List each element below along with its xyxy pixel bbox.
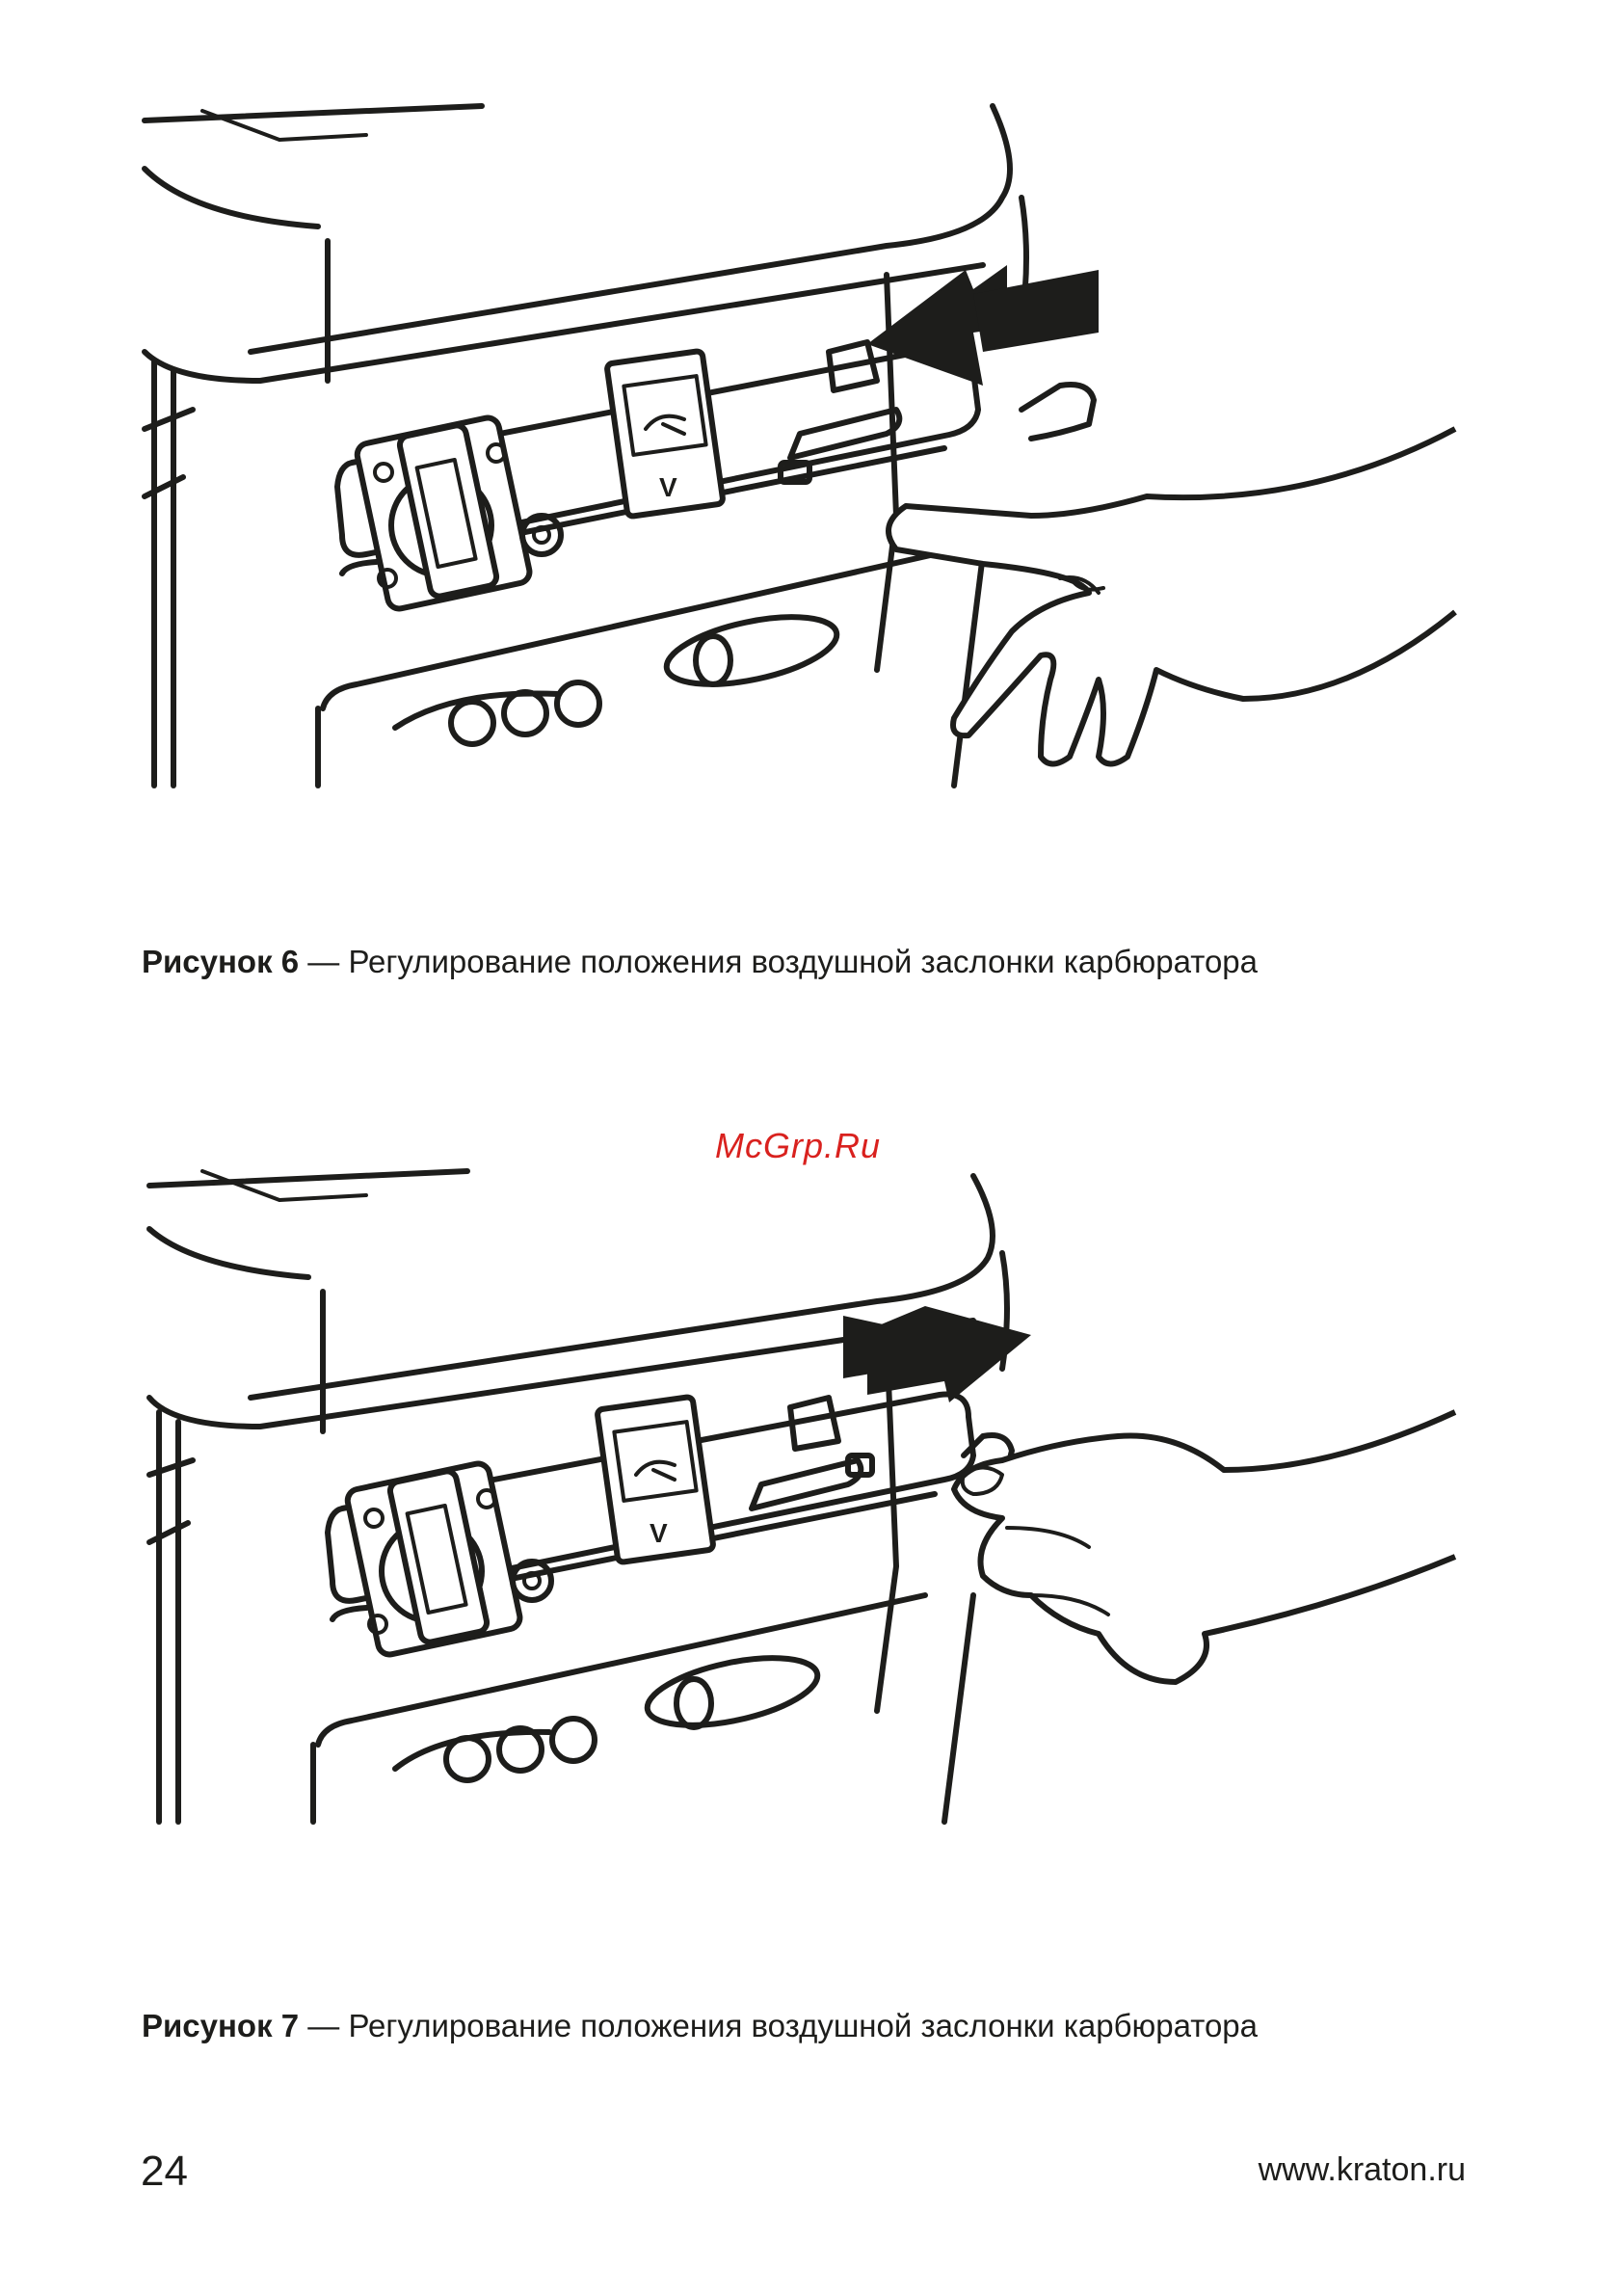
choke-lever	[752, 1398, 872, 1508]
voltmeter-unit: V	[650, 1518, 668, 1548]
voltmeter-unit: V	[659, 472, 677, 502]
figure-6-illustration: V	[135, 92, 1484, 800]
direction-arrow-right	[843, 1306, 1031, 1402]
ground-terminal	[522, 516, 561, 554]
footer-url[interactable]: www.kraton.ru	[1259, 2151, 1466, 2189]
hand-pushing	[889, 429, 1455, 764]
figure-7-illustration: V	[135, 1142, 1484, 1831]
figure-7-caption-text: — Регулирование положения воздушной засл…	[299, 2008, 1258, 2043]
figure-7-caption: Рисунок 7 — Регулирование положения возд…	[142, 2007, 1258, 2045]
voltmeter: V	[597, 1397, 713, 1562]
figure-6-caption: Рисунок 6 — Регулирование положения возд…	[142, 943, 1258, 981]
figure-7-label: Рисунок 7	[142, 2008, 299, 2043]
power-socket	[356, 415, 532, 610]
hand-pulling	[954, 1412, 1455, 1682]
pull-handle	[1021, 385, 1094, 439]
generator-housing	[149, 1171, 1007, 1822]
figure-6-caption-text: — Регулирование положения воздушной засл…	[299, 944, 1258, 979]
voltmeter: V	[606, 351, 723, 517]
ground-terminal	[513, 1562, 551, 1600]
figure-6-label: Рисунок 6	[142, 944, 299, 979]
page-number: 24	[141, 2148, 188, 2196]
direction-arrow-left	[867, 265, 1099, 386]
power-socket	[346, 1461, 522, 1656]
